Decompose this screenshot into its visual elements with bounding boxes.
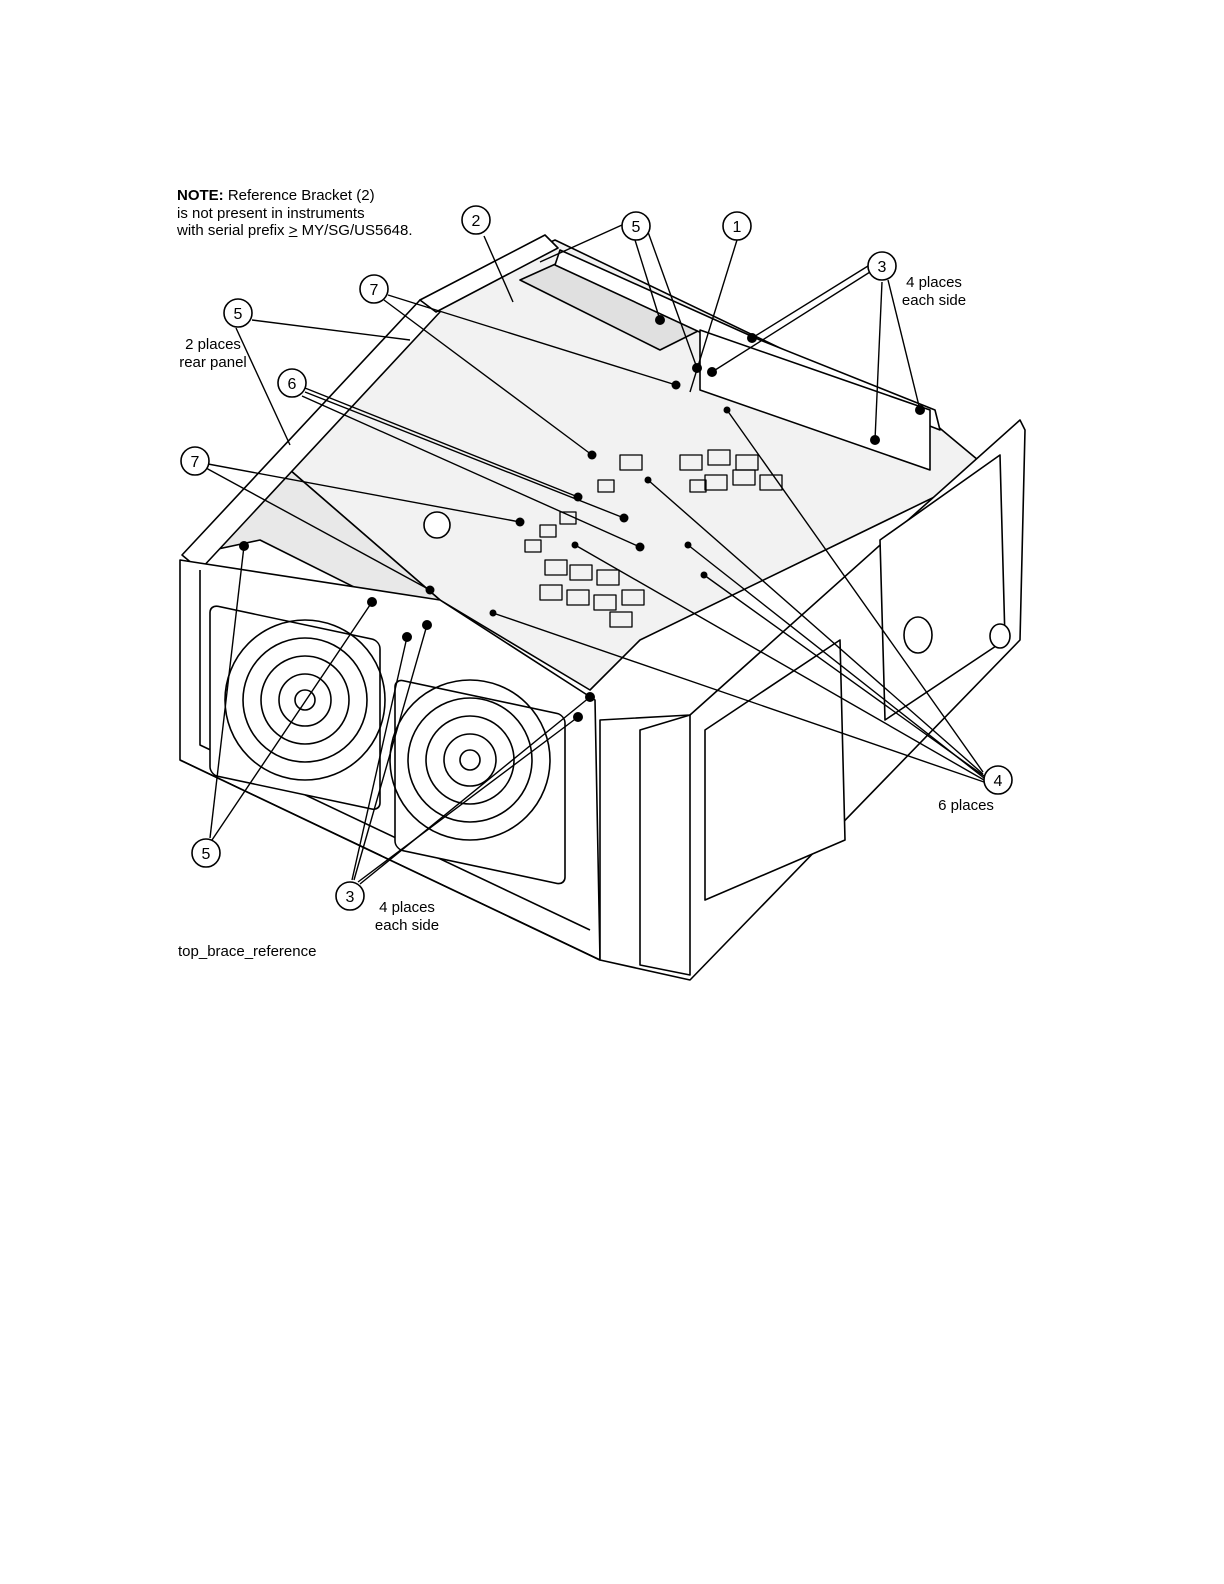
callout-7-top: 7 xyxy=(360,275,388,303)
front-knob xyxy=(904,617,932,653)
callout-3-top: 3 xyxy=(868,252,896,280)
label-4-places-top-line1: 4 places xyxy=(906,274,962,291)
fan-left xyxy=(210,605,385,811)
callout-4-number: 4 xyxy=(994,773,1003,790)
label-2-places-rear-line1: 2 places xyxy=(185,336,241,353)
callout-5-left-number: 5 xyxy=(234,306,243,323)
callout-1-number: 1 xyxy=(733,219,742,236)
callout-5-top-number: 5 xyxy=(632,219,641,236)
callout-5-left: 5 xyxy=(224,299,252,327)
fan-right xyxy=(390,679,565,885)
callout-6-number: 6 xyxy=(288,376,297,393)
callout-4: 4 xyxy=(984,766,1012,794)
callout-7-left-number: 7 xyxy=(191,454,200,471)
label-4-places-bottom-line1: 4 places xyxy=(379,899,435,916)
callout-3-bottom-number: 3 xyxy=(346,889,355,906)
callout-5-top: 5 xyxy=(622,212,650,240)
cover-round-feature xyxy=(424,512,450,538)
callout-2: 2 xyxy=(462,206,490,234)
front-bezel xyxy=(640,715,690,975)
callout-3-top-number: 3 xyxy=(878,259,887,276)
front-knob-small xyxy=(990,624,1010,648)
callout-5-bottom: 5 xyxy=(192,839,220,867)
label-4-places-bottom-line2: each side xyxy=(375,917,439,934)
callout-1: 1 xyxy=(723,212,751,240)
callout-2-number: 2 xyxy=(472,213,481,230)
figure-name: top_brace_reference xyxy=(178,943,316,960)
label-4-places-top-line2: each side xyxy=(902,292,966,309)
label-6-places: 6 places xyxy=(938,797,994,814)
callout-7-top-number: 7 xyxy=(370,282,379,299)
callout-6: 6 xyxy=(278,369,306,397)
label-2-places-rear-line2: rear panel xyxy=(179,354,247,371)
callout-7-left: 7 xyxy=(181,447,209,475)
callout-5-bottom-number: 5 xyxy=(202,846,211,863)
instrument-illustration xyxy=(180,235,1025,980)
callout-3-bottom: 3 xyxy=(336,882,364,910)
